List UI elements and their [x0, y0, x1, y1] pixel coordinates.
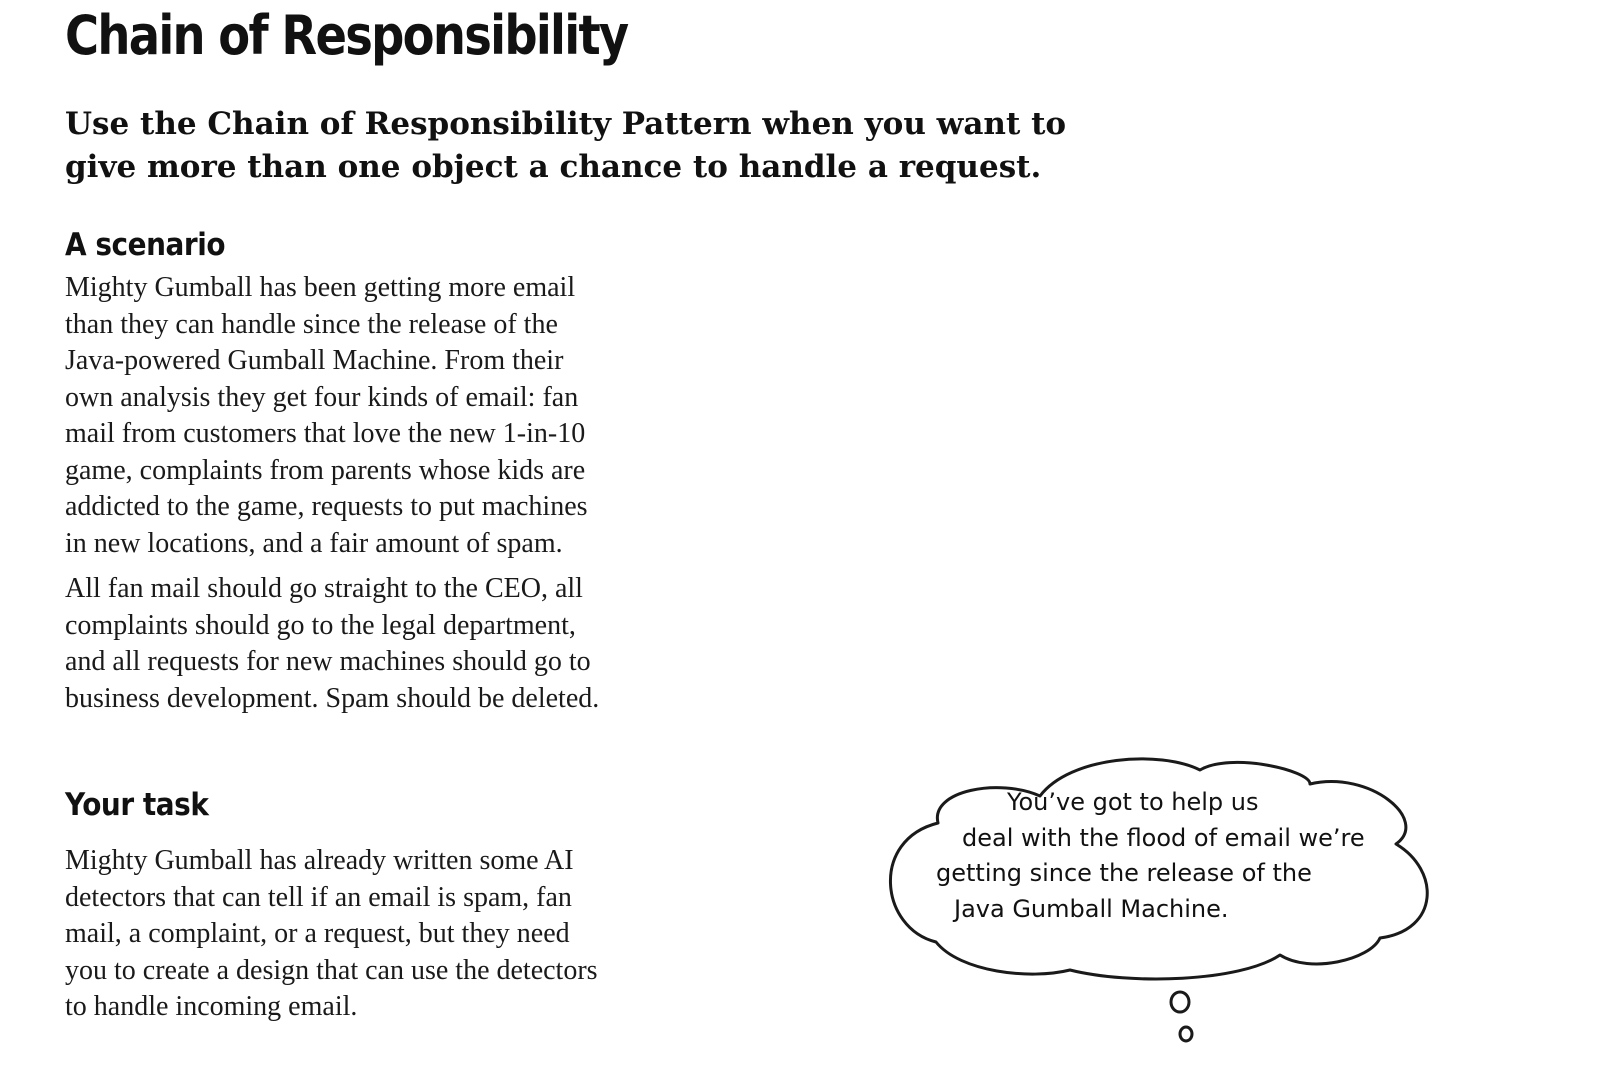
pattern-intent: Use the Chain of Responsibility Pattern …: [65, 106, 1067, 185]
task-heading: Your task: [65, 787, 209, 823]
scenario-heading: A scenario: [65, 227, 226, 263]
scenario-paragraph-2: All fan mail should go straight to the C…: [65, 573, 600, 714]
task-paragraph: Mighty Gumball has already written some …: [65, 845, 598, 1022]
bubble-line-1: You’ve got to help us: [1007, 788, 1259, 816]
bubble-line-2: deal with the flood of email we’re: [962, 824, 1365, 852]
thought-bubble: You’ve got to help us deal with the floo…: [889, 757, 1460, 1070]
page-title: Chain of Responsibility: [65, 4, 629, 67]
bubble-line-3: getting since the release of the: [936, 859, 1312, 887]
thought-cloud-icon: [889, 757, 1429, 1043]
scenario-paragraph-1: Mighty Gumball has been getting more ema…: [65, 272, 588, 559]
bubble-line-4: Java Gumball Machine.: [954, 895, 1229, 923]
